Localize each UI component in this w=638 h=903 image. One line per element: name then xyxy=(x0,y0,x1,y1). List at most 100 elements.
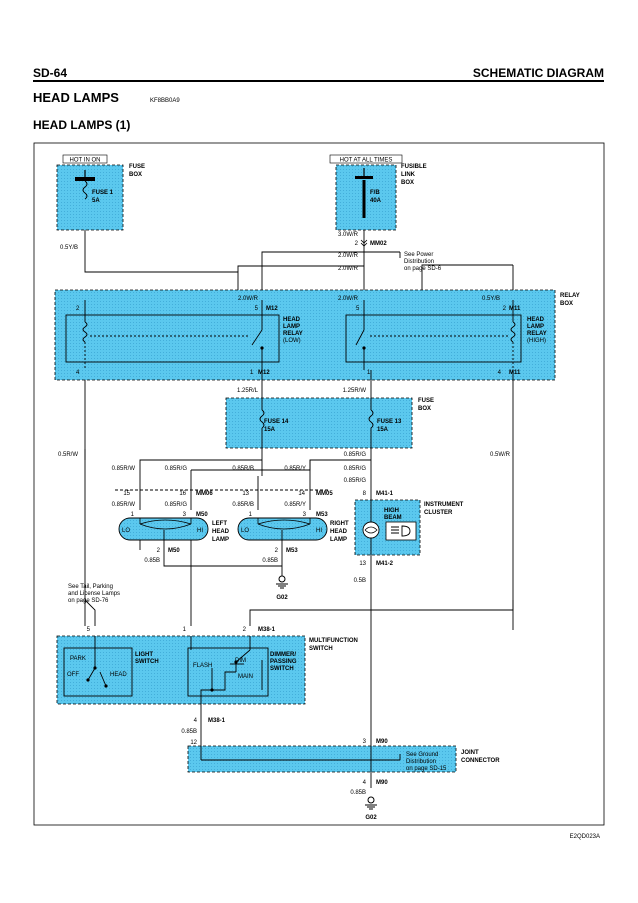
switch-pin12: 12 xyxy=(190,740,197,746)
low-conn-top: M12 xyxy=(266,306,278,312)
page-code: SD-64 xyxy=(33,66,68,80)
wire-085ry-b: 0.85R/Y xyxy=(284,502,306,508)
pin-16: 16 xyxy=(179,491,186,497)
light-switch-label-2: SWITCH xyxy=(135,659,159,665)
dimmer-label-2: PASSING xyxy=(270,659,297,665)
pin-13: 13 xyxy=(242,491,249,497)
fuse-box2-2: BOX xyxy=(418,406,431,412)
right-head-lamp xyxy=(237,517,328,548)
low-pin-bot-right: 1 xyxy=(250,370,254,376)
park-label: PARK xyxy=(70,656,86,662)
wire-20wr-a: 2.0W/R xyxy=(338,253,359,259)
section-title: SCHEMATIC DIAGRAM xyxy=(472,66,604,80)
right-lamp-pin2: 2 xyxy=(275,548,279,554)
fuse-box-label: FUSE xyxy=(129,164,145,170)
wire-085ry: 0.85R/Y xyxy=(284,466,306,472)
m90b-label: M90 xyxy=(376,780,388,786)
fuse-box-label-2: BOX xyxy=(129,172,142,178)
low-relay-label-1: HEAD xyxy=(283,317,301,323)
joint-connector xyxy=(187,712,457,788)
fuse-box-left: HOT IN ON FUSE 1 5A xyxy=(56,154,124,231)
fuse13-label: FUSE 13 xyxy=(377,419,402,425)
diagram-frame xyxy=(33,142,605,826)
lamp-feed-wires xyxy=(84,448,372,510)
wire-20wr-b: 2.0W/R xyxy=(338,266,359,272)
high-wire-top-l: 2.0W/R xyxy=(338,296,359,302)
light-switch-label-1: LIGHT xyxy=(135,652,153,658)
cluster-label-2: CLUSTER xyxy=(424,510,453,516)
relay-box-label-1: RELAY xyxy=(560,293,580,299)
hot-at-all-times-label: HOT AT ALL TIMES xyxy=(340,158,393,164)
m41-2-label: M41-2 xyxy=(376,561,394,567)
left-lamp-hi: HI xyxy=(197,528,203,534)
mm02-pin: 2 xyxy=(355,241,359,247)
multifunction-label-1: MULTIFUNCTION xyxy=(309,638,358,644)
high-pin-top-left: 5 xyxy=(356,306,360,312)
see-power-1: See Power xyxy=(404,252,433,258)
see-tail-2: and License Lamps xyxy=(68,591,120,597)
wire-085rg-top: 0.85R/G xyxy=(344,452,367,458)
low-pin-top-right: 5 xyxy=(255,306,259,312)
left-lamp-label-2: HEAD xyxy=(212,529,230,535)
wire-30wr: 3.0W/R xyxy=(338,232,359,238)
fusible-link-label-3: BOX xyxy=(401,180,414,186)
fusible-link-box: HOT AT ALL TIMES F/B 40A xyxy=(329,154,403,231)
right-lamp-hi: HI xyxy=(316,528,322,534)
fb-rating: 40A xyxy=(370,198,382,204)
pin-8: 8 xyxy=(363,491,367,497)
relay-box-label-2: BOX xyxy=(560,301,573,307)
main-label: MAIN xyxy=(238,674,253,680)
g02-bottom-label: G02 xyxy=(365,815,377,821)
high-pin-bot-left: 1 xyxy=(367,370,371,376)
left-lamp-lo: LO xyxy=(122,528,130,534)
footer-code: E2QD023A xyxy=(570,834,600,840)
right-lamp-lo: LO xyxy=(241,528,249,534)
low-pin-top-left: 2 xyxy=(76,306,80,312)
doc-code: KF8BB0A9 xyxy=(150,98,180,104)
dim-label: DIM xyxy=(235,658,246,664)
right-lamp-label-1: RIGHT xyxy=(330,521,349,527)
low-relay-contact xyxy=(260,346,264,350)
wire-085rg: 0.85R/G xyxy=(165,466,188,472)
low-relay-internals xyxy=(82,300,263,370)
fuse1-rating: 5A xyxy=(92,198,100,204)
high-relay-label-2: LAMP xyxy=(527,324,544,330)
m53-label: M53 xyxy=(316,512,328,518)
g02-label: G02 xyxy=(276,595,288,601)
see-ground-2: Distribution xyxy=(406,759,436,765)
off-label: OFF xyxy=(67,672,79,678)
head-label: HEAD xyxy=(110,672,127,678)
mid-fuse-box xyxy=(225,397,413,449)
low-wire-top: 2.0W/R xyxy=(238,296,259,302)
hot-in-on-label: HOT IN ON xyxy=(70,158,101,164)
fuse1-label: FUSE 1 xyxy=(92,190,114,196)
wire-085rg-r: 0.85R/G xyxy=(344,466,367,472)
wire-05rw: 0.5R/W xyxy=(58,452,78,458)
left-lamp-pin2: 2 xyxy=(157,548,161,554)
high-beam-label-2: BEAM xyxy=(384,515,402,521)
mm06-label: MM06 xyxy=(196,491,213,497)
relay-box xyxy=(54,289,556,381)
high-relay-label-4: (HIGH) xyxy=(527,338,546,344)
high-relay-internals xyxy=(355,300,516,370)
m38-1-label: M38-1 xyxy=(258,627,276,633)
high-pin-bot-right: 4 xyxy=(498,370,502,376)
joint-label-1: JOINT xyxy=(461,750,479,756)
high-pin-top-right: 2 xyxy=(503,306,507,312)
top-wires xyxy=(84,230,514,626)
pin-14: 14 xyxy=(298,491,305,497)
page-subtitle: HEAD LAMPS (1) xyxy=(33,118,130,132)
wire-125rw: 1.25R/W xyxy=(343,388,367,394)
m50b-label: M50 xyxy=(168,548,180,554)
left-lamp-label-3: LAMP xyxy=(212,537,229,543)
wire-085rb-b: 0.85R/B xyxy=(232,502,254,508)
switch-pin2: 2 xyxy=(243,627,247,633)
fusible-link-label-2: LINK xyxy=(401,172,416,178)
joint-label-2: CONNECTOR xyxy=(461,758,500,764)
m53b-label: M53 xyxy=(286,548,298,554)
left-head-lamp xyxy=(118,517,209,548)
right-lamp-label-3: LAMP xyxy=(330,537,347,543)
cluster-label-1: INSTRUMENT xyxy=(424,502,464,508)
fuse13-rating: 15A xyxy=(377,427,389,433)
